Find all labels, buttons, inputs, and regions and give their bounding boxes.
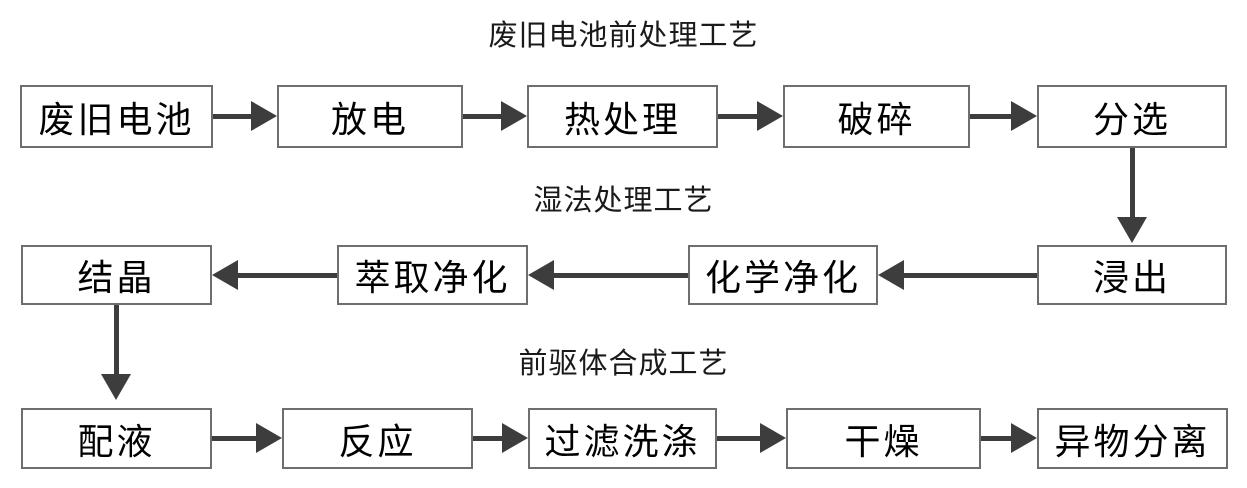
flow-box-drying: 干燥 bbox=[786, 408, 981, 469]
flow-box-reaction: 反应 bbox=[282, 408, 473, 469]
flow-box-extraction-purification: 萃取净化 bbox=[337, 245, 528, 305]
flow-box-filtration-washing: 过滤洗涤 bbox=[528, 408, 717, 469]
flow-box-crystallization: 结晶 bbox=[21, 245, 212, 305]
arrow-chemical-to-extraction-purification bbox=[528, 260, 688, 290]
flow-box-solution-preparation: 配液 bbox=[21, 408, 212, 469]
arrow-leaching-to-chemical-purification bbox=[878, 260, 1037, 290]
flow-box-crushing: 破碎 bbox=[783, 85, 970, 148]
arrow-waste-battery-to-discharge bbox=[213, 101, 277, 131]
flow-box-sorting: 分选 bbox=[1037, 85, 1227, 148]
section-title-pretreatment: 废旧电池前处理工艺 bbox=[488, 20, 759, 52]
section-title-wet-processing: 湿法处理工艺 bbox=[533, 185, 714, 217]
flow-box-discharge: 放电 bbox=[277, 85, 463, 148]
flow-box-waste-battery: 废旧电池 bbox=[20, 85, 213, 148]
flow-box-chemical-purification: 化学净化 bbox=[688, 245, 878, 305]
arrow-heat-treatment-to-crushing bbox=[718, 101, 783, 131]
flow-box-foreign-matter-separation: 异物分离 bbox=[1037, 408, 1228, 469]
arrow-crushing-to-sorting bbox=[970, 101, 1037, 131]
flow-box-heat-treatment: 热处理 bbox=[527, 85, 718, 148]
section-title-precursor-synthesis: 前驱体合成工艺 bbox=[518, 348, 729, 380]
arrow-sorting-to-leaching bbox=[1117, 148, 1147, 243]
arrow-reaction-to-filtration bbox=[473, 423, 528, 453]
arrow-crystallization-to-solution-prep bbox=[101, 305, 131, 400]
arrow-drying-to-separation bbox=[981, 423, 1037, 453]
arrow-discharge-to-heat-treatment bbox=[463, 101, 527, 131]
arrow-extraction-to-crystallization bbox=[212, 260, 337, 290]
flow-box-leaching: 浸出 bbox=[1037, 245, 1227, 305]
arrow-filtration-to-drying bbox=[717, 423, 786, 453]
arrow-solution-prep-to-reaction bbox=[212, 423, 282, 453]
